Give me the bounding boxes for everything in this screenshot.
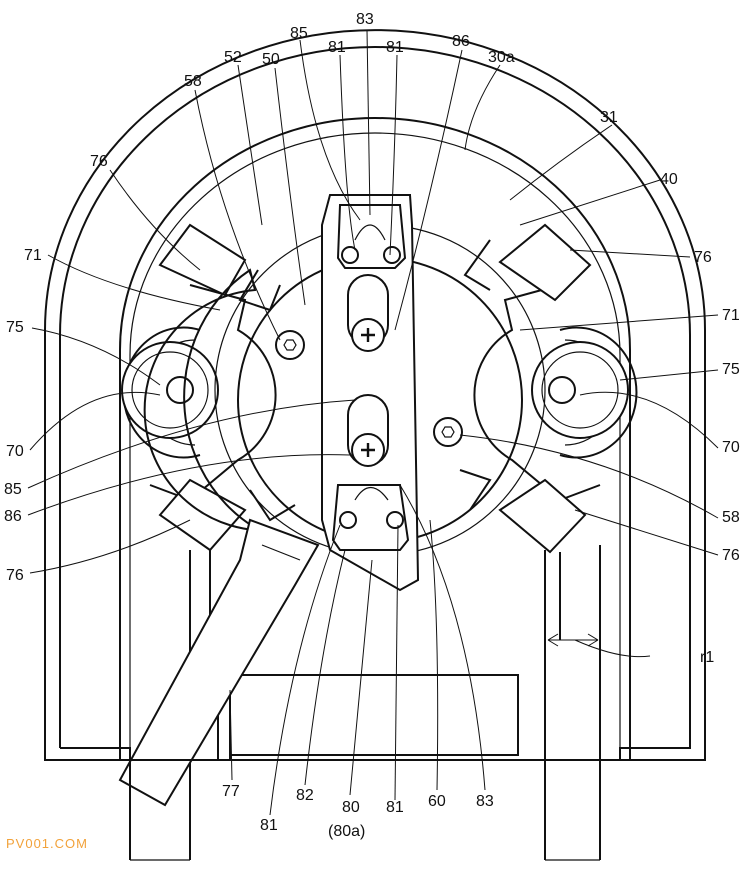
label-30a: 30a	[488, 49, 515, 66]
label-83-top: 83	[356, 11, 374, 28]
phillips-screw-icon	[351, 433, 385, 467]
label-76-bottom-right: 76	[722, 547, 740, 564]
roller-left-70-ring	[131, 351, 209, 429]
label-86-left: 86	[4, 508, 22, 525]
watermark: PV001.COM	[6, 836, 88, 851]
lever-77	[118, 518, 320, 807]
roller-left-70-shaft	[166, 376, 194, 404]
base-block	[229, 674, 519, 756]
rotor-notch-right-bot	[459, 469, 492, 511]
label-77: 77	[222, 783, 240, 800]
label-58-right: 58	[722, 509, 740, 526]
clip-bottom-pin-81a	[339, 511, 357, 529]
label-71-right: 71	[722, 307, 740, 324]
label-80a: (80a)	[328, 823, 365, 840]
label-52: 52	[224, 49, 242, 66]
label-81-bottom-a: 81	[260, 817, 278, 834]
arm-right-leg	[544, 545, 601, 860]
clip-bottom-pin-81b	[386, 511, 404, 529]
label-70-right: 70	[722, 439, 740, 456]
clip-bottom-83	[354, 486, 389, 501]
label-86-top: 86	[452, 33, 470, 50]
outer-housing-30a	[44, 29, 706, 761]
label-81-top-a: 81	[328, 39, 346, 56]
tube-right-75	[559, 326, 638, 459]
leader-lines	[27, 29, 719, 816]
clip-top-83	[354, 224, 386, 241]
label-70-left: 70	[6, 443, 24, 460]
label-75-right: 75	[722, 361, 740, 378]
lever-77-line	[261, 544, 301, 561]
clip-top-pin-81b	[383, 246, 401, 264]
reference-labels: 83 85 81 81 86 30a 52 50 58 31 76 40 71 …	[4, 11, 740, 840]
label-31: 31	[600, 109, 618, 126]
label-81-bottom-b: 81	[386, 799, 404, 816]
phillips-screw-icon	[351, 318, 385, 352]
label-80: 80	[342, 799, 360, 816]
arm-bottom-right-76	[498, 478, 587, 554]
hex-socket-bolt-icon	[433, 417, 463, 447]
arm-bottom-left-76	[158, 478, 247, 552]
label-83-bottom: 83	[476, 793, 494, 810]
rotor-notch-left-top	[238, 269, 281, 312]
roller-right-70-shaft	[548, 376, 576, 404]
rotor-50	[143, 268, 301, 546]
arm-top-right-76	[498, 223, 592, 302]
inner-housing-31-line	[129, 132, 621, 760]
r1-dimension-arrow	[547, 633, 651, 658]
label-85-left: 85	[4, 481, 22, 498]
rotor-notch-left-bot	[249, 489, 296, 522]
label-40: 40	[660, 171, 678, 188]
rotor-notch-right-top	[463, 239, 491, 291]
label-71-left: 71	[24, 247, 42, 264]
label-76-top-right: 76	[694, 249, 712, 266]
arm-top-left-76	[158, 223, 247, 297]
label-60: 60	[428, 793, 446, 810]
label-58-top: 58	[184, 73, 202, 90]
label-75-left: 75	[6, 319, 24, 336]
label-50: 50	[262, 51, 280, 68]
roller-right-70	[531, 341, 629, 439]
label-82: 82	[296, 787, 314, 804]
label-81-top-b: 81	[386, 39, 404, 56]
clip-top-pin-81a	[341, 246, 359, 264]
roller-right-70-ring	[541, 351, 619, 429]
label-85-top: 85	[290, 25, 308, 42]
label-r1: r1	[700, 649, 714, 666]
inner-housing-31	[119, 117, 631, 760]
hex-socket-bolt-icon	[275, 330, 305, 360]
label-76-top-left: 76	[90, 153, 108, 170]
holder-right-71	[473, 284, 601, 502]
label-76-bottom-left: 76	[6, 567, 24, 584]
